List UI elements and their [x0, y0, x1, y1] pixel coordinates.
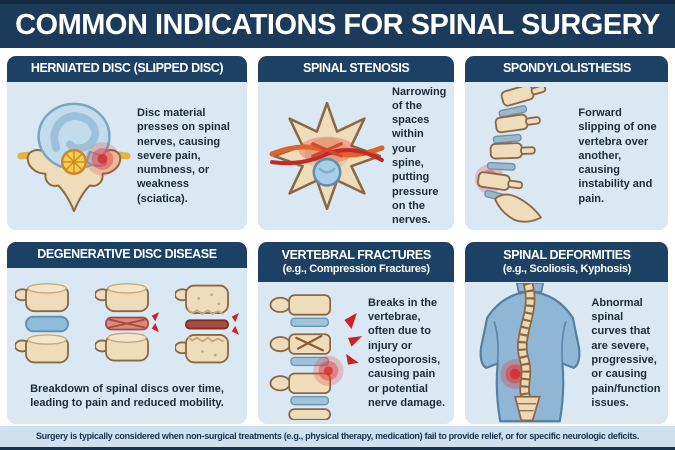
- footer-note: Surgery is typically considered when non…: [35, 431, 640, 441]
- illustration-wrap: [266, 95, 388, 217]
- panel-header: SPINAL STENOSIS: [258, 56, 455, 82]
- panel-description: Disc material presses on spinal nerves, …: [137, 106, 230, 205]
- panel-subheading: (e.g., Compression Fractures): [282, 263, 430, 276]
- degenerating-disc-stage-icon: [95, 283, 159, 362]
- panel-body: Abnormal spinal curves that are severe, …: [465, 282, 669, 424]
- footer-band: Surgery is typically considered when non…: [0, 426, 675, 447]
- panel-description: Breakdown of spinal discs over time, lea…: [30, 383, 224, 410]
- spinal-stenosis-compressed-nerves-illustration: [269, 101, 385, 211]
- panel-body: Breaks in the vertebrae, often due to in…: [258, 282, 455, 424]
- spondylolisthesis-slipped-vertebra-illustration: [475, 87, 547, 223]
- panel-heading: SPONDYLOLISTHESIS: [502, 61, 631, 76]
- panel-body: Narrowing of the spaces within your spin…: [258, 82, 455, 230]
- panel-vertebral-fractures: VERTEBRAL FRACTURES (e.g., Compression F…: [258, 242, 455, 424]
- panel-spinal-deformities: SPINAL DEFORMITIES (e.g., Scoliosis, Kyp…: [465, 242, 669, 424]
- panel-header: SPINAL DEFORMITIES (e.g., Scoliosis, Kyp…: [465, 242, 669, 282]
- scoliosis-torso-spine-illustration: [479, 283, 581, 423]
- panel-body: Disc material presses on spinal nerves, …: [7, 82, 247, 230]
- panel-description: Narrowing of the spaces within your spin…: [392, 85, 447, 227]
- healthy-disc-stage-icon: [15, 283, 69, 364]
- panel-heading: SPINAL DEFORMITIES: [503, 247, 631, 262]
- illustration-wrap: [473, 283, 587, 423]
- illustration-wrap: [473, 87, 574, 225]
- panel-subheading: (e.g., Scoliosis, Kyphosis): [502, 263, 632, 276]
- bottom-strip: [0, 447, 675, 450]
- illustration-wrap: [266, 286, 364, 420]
- vertebral-fracture-spine-illustration: [269, 294, 363, 420]
- disc-degeneration-stages-illustration: [15, 278, 239, 370]
- panel-body: Forward slipping of one vertebra over an…: [465, 82, 669, 230]
- illustration-wrap: [15, 97, 133, 215]
- panel-header: DEGENERATIVE DISC DISEASE: [7, 242, 247, 268]
- panel-description: Abnormal spinal curves that are severe, …: [591, 296, 661, 409]
- panel-spinal-stenosis: SPINAL STENOSIS Narrowing of the s: [258, 56, 455, 230]
- panel-description: Breaks in the vertebrae, often due to in…: [368, 296, 446, 409]
- panel-header: SPONDYLOLISTHESIS: [465, 56, 669, 82]
- collapsed-disc-stage-icon: [175, 284, 239, 364]
- panel-heading: DEGENERATIVE DISC DISEASE: [37, 247, 217, 262]
- panel-header: HERNIATED DISC (SLIPPED DISC): [7, 56, 247, 82]
- panel-degenerative-disc-disease: DEGENERATIVE DISC DISEASE: [7, 242, 247, 424]
- panels-grid: HERNIATED DISC (SLIPPED DISC): [7, 56, 669, 424]
- panel-heading: HERNIATED DISC (SLIPPED DISC): [30, 61, 224, 76]
- panel-description: Forward slipping of one vertebra over an…: [578, 106, 657, 205]
- page-title: COMMON INDICATIONS FOR SPINAL SURGERY: [15, 9, 660, 41]
- panel-herniated-disc: HERNIATED DISC (SLIPPED DISC): [7, 56, 247, 230]
- panel-heading: SPINAL STENOSIS: [303, 61, 410, 76]
- panel-body: Breakdown of spinal discs over time, lea…: [7, 268, 247, 424]
- panel-spondylolisthesis: SPONDYLOLISTHESIS: [465, 56, 669, 230]
- panel-header: VERTEBRAL FRACTURES (e.g., Compression F…: [258, 242, 455, 282]
- herniated-disc-axial-vertebra-illustration: [17, 102, 131, 213]
- title-bar: COMMON INDICATIONS FOR SPINAL SURGERY: [0, 0, 675, 48]
- panel-heading: VERTEBRAL FRACTURES: [281, 247, 432, 262]
